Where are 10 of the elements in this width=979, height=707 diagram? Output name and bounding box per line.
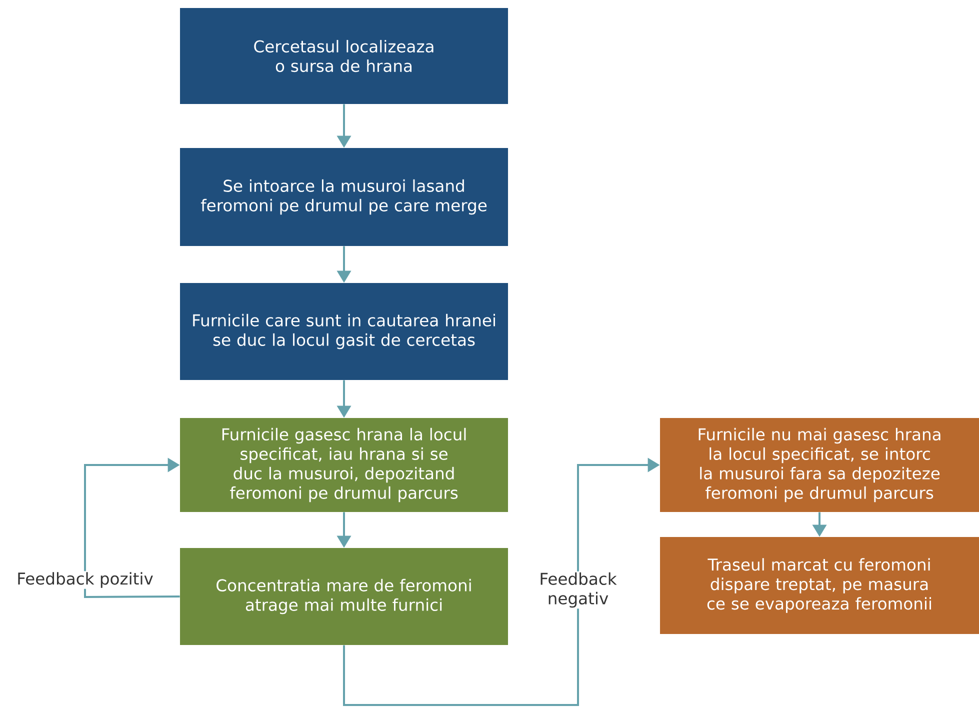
process-box: Furnicile care sunt in cautarea hranei se duc la locul gasit de cercetas — [180, 283, 508, 380]
process-box: Concentratia mare de feromoni atrage mai multe furnici — [180, 548, 508, 645]
edge-label: Feedback negativ — [537, 571, 619, 609]
process-box: Se intoarce la musuroi lasand feromoni pe drumul pe care merge — [180, 148, 508, 246]
arrow — [84, 458, 180, 598]
process-box: Furnicile nu mai gasesc hrana la locul specificat, se intorc la musuroi fara sa depoziteze feromoni pe drumul parcurs — [660, 418, 979, 512]
process-box: Cercetasul localizeaza o sursa de hrana — [180, 8, 508, 104]
edge-label: Feedback pozitiv — [16, 571, 154, 589]
process-box: Traseul marcat cu feromoni dispare treptat, pe masura ce se evaporeaza feromonii — [660, 537, 979, 634]
process-box: Furnicile gasesc hrana la locul specificat, iau hrana si se duc la musuroi, depozitand feromoni pe drumul parcurs — [180, 418, 508, 512]
